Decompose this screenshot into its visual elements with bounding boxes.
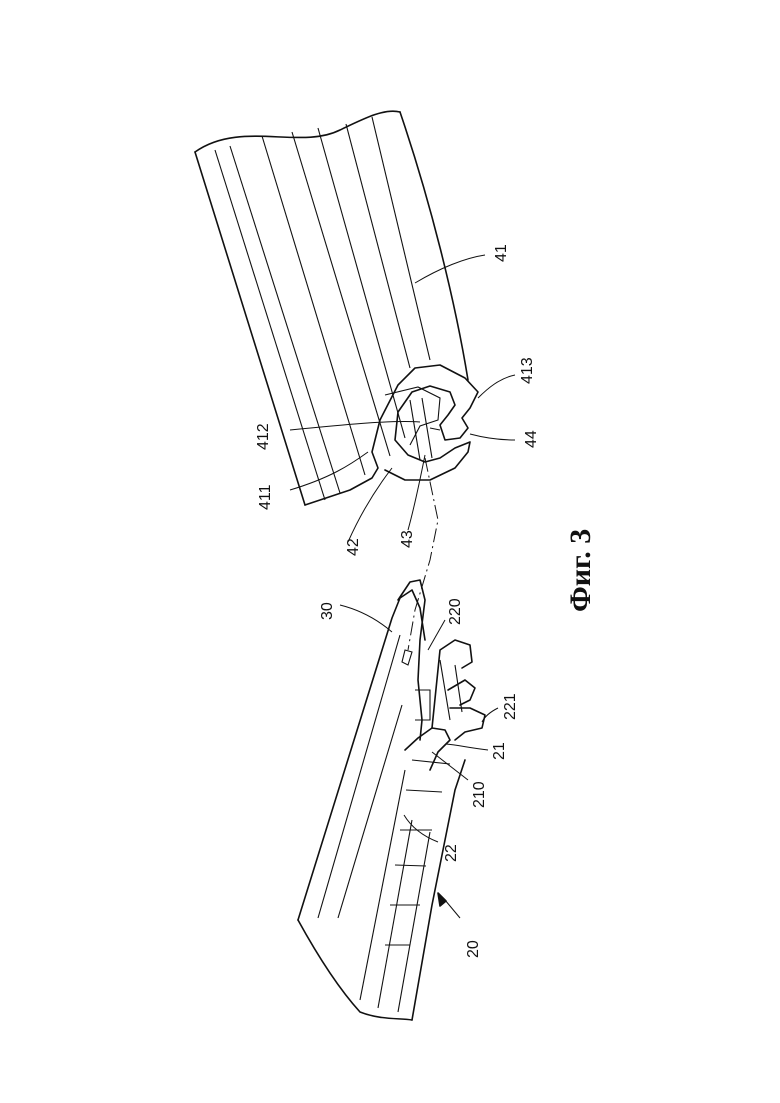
label-411: 411: [257, 484, 274, 510]
figure-caption: Фиг. 3: [564, 529, 597, 612]
upper-profile-41: [195, 111, 478, 505]
label-221: 221: [502, 693, 519, 720]
label-41: 41: [493, 244, 510, 262]
label-210: 210: [471, 781, 488, 808]
label-220: 220: [447, 598, 464, 625]
label-30: 30: [319, 602, 336, 620]
label-20: 20: [465, 940, 482, 958]
label-44: 44: [523, 430, 540, 448]
lower-assembly-20: [298, 580, 485, 1020]
label-22: 22: [443, 844, 460, 862]
label-21: 21: [491, 742, 508, 760]
reference-labels: 41 413 412 44 411 42 43 30 220 221 21 21…: [255, 244, 540, 958]
leader-lines: [290, 255, 515, 918]
label-42: 42: [345, 538, 362, 556]
label-412: 412: [255, 423, 272, 450]
label-413: 413: [519, 357, 536, 384]
label-43: 43: [399, 530, 416, 548]
